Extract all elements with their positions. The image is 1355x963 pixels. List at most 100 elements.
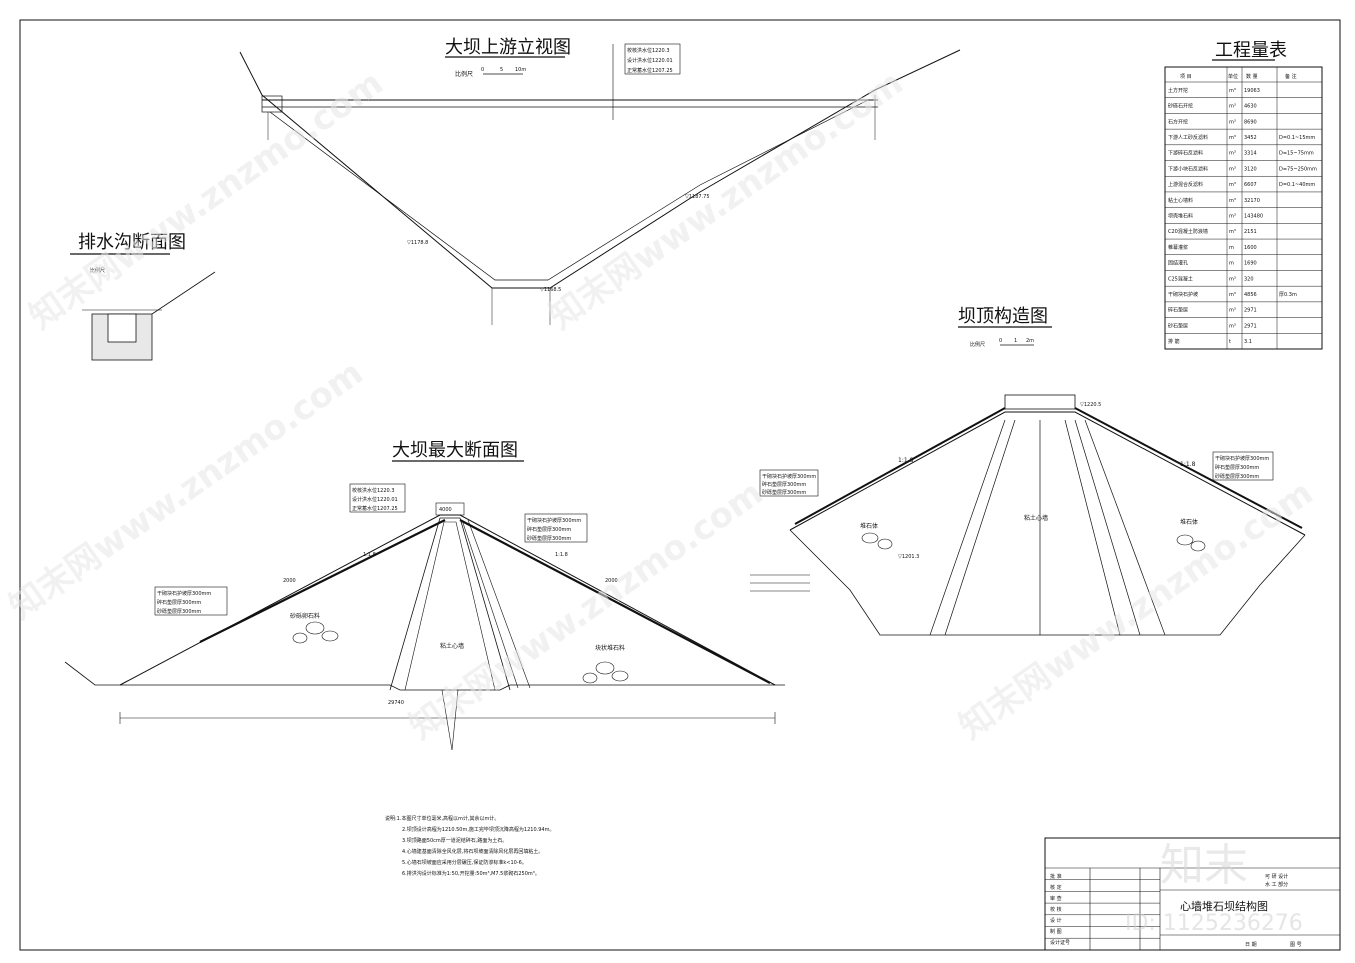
max-slope-down: 1:1.8 <box>555 552 568 558</box>
upstream-el-3: ▽1187.75 <box>685 194 710 200</box>
tb-role-6: 制 图 <box>1050 928 1062 935</box>
note-line-4: 4.心墙建基面清除全风化层,将石坝坡面清除风化层再回填粘土。 <box>402 848 543 855</box>
note-line-1: 说明:1.本图尺寸单位毫米,高程以m计,其余以m计。 <box>385 815 499 822</box>
qt-cell-item: 帷幕灌浆 <box>1168 244 1188 251</box>
qt-cell-qty: 1600 <box>1244 245 1257 251</box>
upstream-scale-1: 5 <box>500 67 503 73</box>
tb-role-4: 校 核 <box>1050 906 1062 913</box>
qt-header-qty: 数 量 <box>1246 73 1258 80</box>
qt-cell-item: 下游人工砂反滤料 <box>1168 134 1208 141</box>
max-zone-core: 粘土心墙 <box>440 642 464 650</box>
max-side-note-3: 砂砾垫层厚300mm <box>157 608 201 615</box>
max-zone-right: 块状堆石料 <box>595 644 625 652</box>
crest-title: 坝顶构造图 <box>958 306 1048 327</box>
qt-cell-qty: 320 <box>1244 276 1254 282</box>
max-slope-up: 1:1.8 <box>363 552 376 558</box>
drain-scale-label: 比例尺 <box>90 267 105 274</box>
watermark-brand-2: 知末网www.znzmo.com <box>542 63 910 337</box>
max-wl-3: 正常蓄水位1207.25 <box>352 505 398 512</box>
qt-header-note: 备 注 <box>1285 73 1297 80</box>
crest-slope-down: 1:1.8 <box>1180 461 1196 468</box>
qt-cell-item: C25混凝土 <box>1168 275 1193 282</box>
qt-cell-qty: 1690 <box>1244 261 1257 267</box>
general-notes: 说明:1.本图尺寸单位毫米,高程以m计,其余以m计。 2.坝顶设计高程为1210… <box>385 815 554 877</box>
drain-section: 排水沟断面图 比例尺 <box>70 232 216 361</box>
qt-cell-unit: m³ <box>1229 292 1236 298</box>
upstream-wl-3: 正常蓄水位1207.25 <box>627 67 673 74</box>
qt-cell-unit: m³ <box>1229 88 1236 94</box>
qt-cell-qty: 32170 <box>1244 198 1260 204</box>
max-berm-left: 2000 <box>283 578 296 584</box>
qt-cell-note: D=0.1~40mm <box>1279 182 1315 188</box>
qt-cell-unit: m³ <box>1229 276 1236 282</box>
max-section-title: 大坝最大断面图 <box>392 440 518 461</box>
qt-cell-unit: m³ <box>1229 182 1236 188</box>
max-section: 大坝最大断面图 校核洪水位1220.3 设计洪水位1220.01 正常蓄水位12… <box>64 440 785 751</box>
crest-note-5: 碎石垫层厚300mm <box>1215 464 1259 471</box>
qt-cell-unit: m³ <box>1229 214 1236 220</box>
qt-cell-item: 碎石垫层 <box>1168 307 1188 314</box>
note-line-3: 3.坝顶路面50cm厚一道泥结碎石,路面为土石。 <box>402 837 507 844</box>
max-base-width: 29740 <box>388 700 404 706</box>
crest-note-2: 碎石垫层厚300mm <box>762 481 806 488</box>
crest-zone-left: 堆石体 <box>860 522 878 530</box>
upstream-scale-label: 比例尺 <box>455 70 473 78</box>
crest-scale-2: 2m <box>1026 338 1034 344</box>
qt-cell-item: 下游小块石反滤料 <box>1168 165 1208 172</box>
crest-detail: 坝顶构造图 比例尺 0 1 2m 1:1.8 1:1.8 堆石体 堆石体 粘土心… <box>750 306 1306 636</box>
qt-cell-item: 粘土心墙料 <box>1168 197 1193 204</box>
qt-cell-item: 排 筋 <box>1168 338 1180 345</box>
watermark-brand-3: 知末网www.znzmo.com <box>2 353 370 627</box>
qt-cell-unit: m³ <box>1229 119 1236 125</box>
quantity-title: 工程量表 <box>1215 40 1287 61</box>
max-crest-width: 4000 <box>439 507 452 513</box>
crest-note-3: 砂砾垫层厚300mm <box>762 489 806 496</box>
tb-org-2: 水 工 部分 <box>1265 881 1288 888</box>
qt-cell-qty: 4630 <box>1244 104 1257 110</box>
crest-zone-core: 粘土心墙 <box>1024 514 1048 522</box>
qt-cell-item: 砂石垫层 <box>1168 322 1188 329</box>
tb-footer-date: 日 期 <box>1245 942 1257 948</box>
qt-cell-unit: m <box>1229 261 1234 267</box>
crest-zone-right: 堆石体 <box>1180 518 1198 526</box>
qt-cell-qty: 2971 <box>1244 308 1257 314</box>
max-wl-2: 设计洪水位1220.01 <box>352 496 398 503</box>
max-wl-1: 校核洪水位1220.3 <box>352 487 395 494</box>
tb-role-1: 批 准 <box>1050 873 1062 880</box>
qt-cell-unit: m³ <box>1229 135 1236 141</box>
qt-cell-unit: m³ <box>1229 308 1236 314</box>
tb-role-5: 设 计 <box>1050 917 1062 924</box>
qt-header-item: 项 目 <box>1180 74 1192 80</box>
qt-cell-qty: 2971 <box>1244 323 1257 329</box>
max-zone-left: 砂砾卵石料 <box>290 612 320 620</box>
tb-org-1: 可 研 设计 <box>1265 873 1288 880</box>
qt-cell-item: 下游碎石反滤料 <box>1168 150 1203 157</box>
tb-footer-num: 图 号 <box>1290 942 1302 948</box>
qt-cell-qty: 6607 <box>1244 182 1257 188</box>
max-side-note-2: 碎石垫层厚300mm <box>157 599 201 606</box>
qt-cell-unit: t <box>1229 339 1231 345</box>
crest-scale-1: 1 <box>1014 338 1017 344</box>
note-line-2: 2.坝顶设计高程为1210.50m,施工完毕坝顶沉降高程为1210.94m。 <box>402 826 554 833</box>
qt-cell-qty: 3452 <box>1244 135 1257 141</box>
crest-el-1: ▽1201.3 <box>898 554 919 560</box>
qt-cell-item: 砂砾石开挖 <box>1168 103 1193 110</box>
qt-cell-unit: m³ <box>1229 198 1236 204</box>
qt-cell-item: C20混凝土防浪墙 <box>1168 228 1208 235</box>
watermark-brand-5: 知末网www.znzmo.com <box>952 473 1320 747</box>
qt-cell-qty: 143480 <box>1244 214 1263 220</box>
watermark-layer: 知末网www.znzmo.com 知末网www.znzmo.com 知末网www… <box>2 63 1320 936</box>
crest-scale-label: 比例尺 <box>970 341 985 348</box>
tb-drawing-title: 心墙堆石坝结构图 <box>1180 899 1268 913</box>
qt-cell-item: 上游混合反滤料 <box>1168 181 1203 188</box>
tb-role-2: 核 定 <box>1050 884 1062 891</box>
qt-cell-qty: 4856 <box>1244 292 1257 298</box>
max-side-note-4: 干砌块石护坡厚300mm <box>527 517 581 524</box>
upstream-wl-1: 校核洪水位1220.3 <box>627 47 670 54</box>
qt-cell-qty: 3.1 <box>1244 339 1252 345</box>
watermark-logo: 知末 <box>1160 840 1248 891</box>
tb-role-7: 设计证号 <box>1050 939 1070 946</box>
qt-cell-unit: m³ <box>1229 229 1236 235</box>
qt-cell-unit: m <box>1229 245 1234 251</box>
